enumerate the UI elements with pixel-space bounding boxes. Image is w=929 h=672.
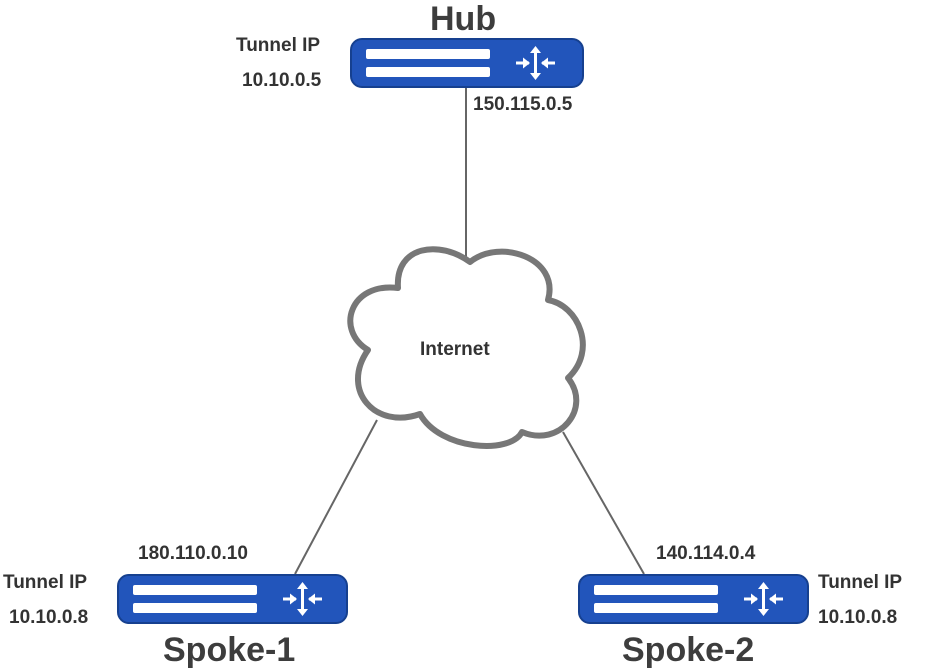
link-internet-spoke2 xyxy=(562,431,645,575)
cloud-icon xyxy=(347,246,586,449)
spoke1-tunnel-ip: 10.10.0.8 xyxy=(9,607,89,628)
spoke2-tunnel-label: Tunnel IP xyxy=(818,572,903,593)
spoke2-tunnel-ip: 10.10.0.8 xyxy=(818,607,898,628)
spoke2-router xyxy=(578,574,809,624)
spoke1-name: Spoke-1 xyxy=(163,631,296,669)
spoke1-router xyxy=(117,574,348,624)
router-arrows-icon xyxy=(283,582,322,616)
spoke1-public-ip: 180.110.0.10 xyxy=(138,543,248,564)
hub-name: Hub xyxy=(430,0,497,38)
hub-public-ip: 150.115.0.5 xyxy=(473,94,573,115)
internet-label: Internet xyxy=(420,339,490,360)
router-arrows-icon xyxy=(516,46,555,80)
router-arrows-icon xyxy=(744,582,783,616)
link-internet-spoke1 xyxy=(294,419,378,575)
hub-tunnel-ip: 10.10.0.5 xyxy=(242,70,322,91)
spoke2-name: Spoke-2 xyxy=(622,631,755,669)
hub-router xyxy=(350,38,584,88)
spoke1-tunnel-label: Tunnel IP xyxy=(3,572,88,593)
hub-tunnel-label: Tunnel IP xyxy=(236,35,321,56)
spoke2-public-ip: 140.114.0.4 xyxy=(656,543,756,564)
